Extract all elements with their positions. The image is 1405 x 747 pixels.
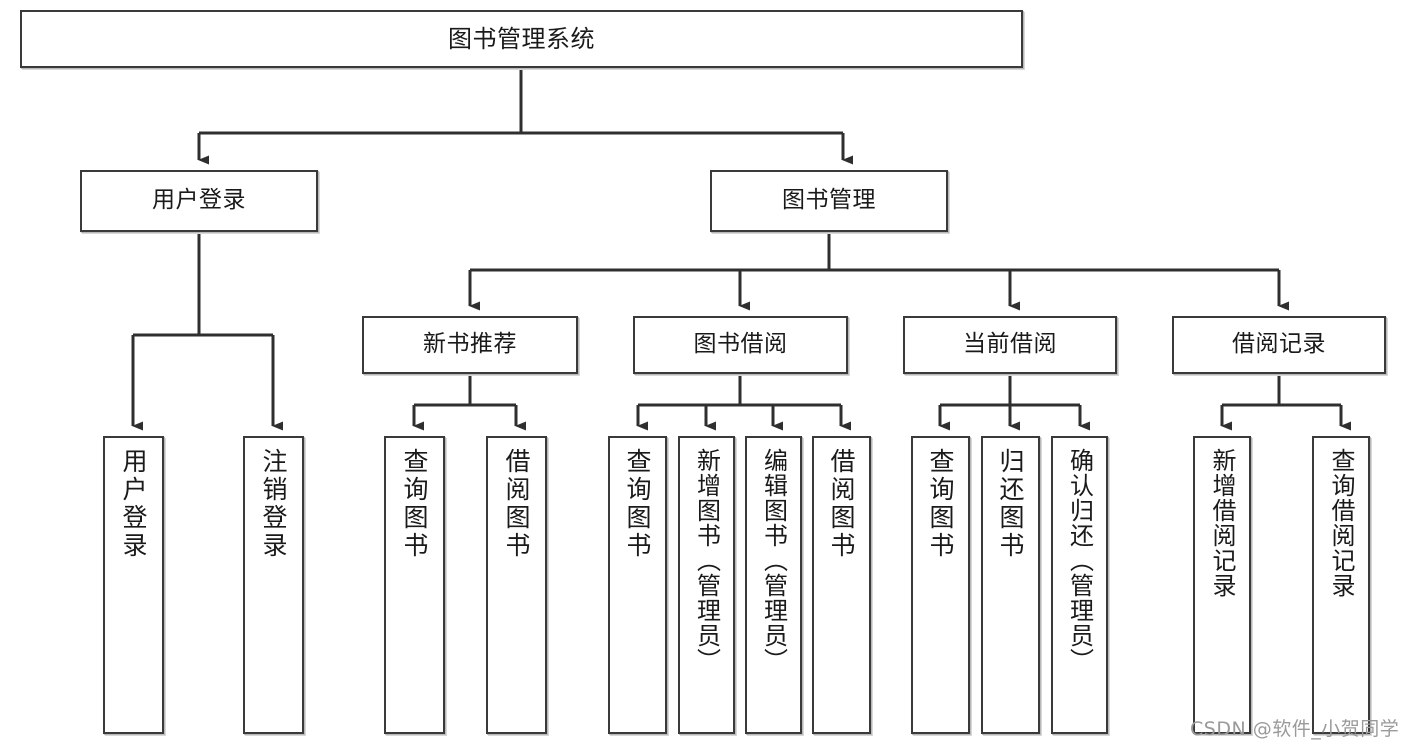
- node-book-borrow[interactable]: 图书借阅: [633, 316, 848, 374]
- node-leaf-borrow-book-2-label: 借阅图书: [827, 448, 856, 560]
- node-user-login-label: 用户登录: [152, 187, 246, 214]
- edge-group-root: [197, 68, 853, 165]
- edge-group-borrow-record: [1220, 374, 1351, 431]
- node-leaf-add-borrow-record-label: 新增借阅记录: [1208, 448, 1236, 598]
- node-borrow-record[interactable]: 借阅记录: [1172, 316, 1386, 374]
- node-leaf-borrow-book-1-label: 借阅图书: [502, 448, 531, 560]
- node-leaf-query-borrow-record-label: 查询借阅记录: [1327, 448, 1355, 598]
- node-leaf-logout-login-label: 注销登录: [259, 448, 288, 560]
- node-leaf-confirm-return-admin-label: 确认归还（管理员）: [1065, 448, 1094, 673]
- edge-group-current-borrow: [938, 374, 1090, 431]
- node-leaf-query-book-3[interactable]: 查询图书: [911, 436, 970, 734]
- node-new-book-recommend[interactable]: 新书推荐: [362, 316, 578, 374]
- node-current-borrow-label: 当前借阅: [963, 331, 1057, 358]
- node-leaf-confirm-return-admin[interactable]: 确认归还（管理员）: [1051, 436, 1108, 734]
- node-leaf-add-book-admin[interactable]: 新增图书（管理员）: [678, 436, 735, 734]
- node-leaf-query-book-1[interactable]: 查询图书: [384, 436, 445, 734]
- node-current-borrow[interactable]: 当前借阅: [903, 316, 1117, 374]
- edge-group-new-book-recommend: [412, 374, 526, 431]
- node-leaf-query-book-3-label: 查询图书: [926, 448, 955, 560]
- node-leaf-query-book-1-label: 查询图书: [400, 448, 429, 560]
- node-leaf-add-borrow-record[interactable]: 新增借阅记录: [1193, 436, 1251, 734]
- node-leaf-borrow-book-1[interactable]: 借阅图书: [486, 436, 547, 734]
- node-root[interactable]: 图书管理系统: [20, 10, 1023, 68]
- edge-group-book-borrow: [636, 374, 851, 431]
- node-leaf-return-book[interactable]: 归还图书: [981, 436, 1040, 734]
- edge-group-book-management: [468, 232, 1289, 311]
- node-leaf-edit-book-admin[interactable]: 编辑图书（管理员）: [745, 436, 802, 734]
- node-user-login[interactable]: 用户登录: [80, 170, 318, 232]
- node-leaf-user-login-label: 用户登录: [119, 448, 148, 560]
- node-leaf-edit-book-admin-label: 编辑图书（管理员）: [759, 448, 788, 673]
- edge-group-user-login: [131, 232, 283, 431]
- node-leaf-user-login[interactable]: 用户登录: [103, 436, 164, 734]
- node-book-borrow-label: 图书借阅: [693, 331, 788, 358]
- node-leaf-query-borrow-record[interactable]: 查询借阅记录: [1312, 436, 1370, 734]
- node-leaf-query-book-2-label: 查询图书: [623, 448, 652, 560]
- node-leaf-query-book-2[interactable]: 查询图书: [608, 436, 667, 734]
- node-leaf-borrow-book-2[interactable]: 借阅图书: [812, 436, 871, 734]
- node-root-label: 图书管理系统: [448, 24, 595, 53]
- node-book-management[interactable]: 图书管理: [710, 170, 948, 232]
- node-book-management-label: 图书管理: [782, 187, 876, 214]
- node-borrow-record-label: 借阅记录: [1232, 331, 1326, 358]
- node-leaf-logout-login[interactable]: 注销登录: [243, 436, 304, 734]
- csdn-watermark: CSDN @软件_小贺同学: [1190, 718, 1400, 740]
- node-new-book-recommend-label: 新书推荐: [423, 331, 517, 358]
- node-leaf-return-book-label: 归还图书: [996, 448, 1025, 560]
- node-leaf-add-book-admin-label: 新增图书（管理员）: [692, 448, 721, 673]
